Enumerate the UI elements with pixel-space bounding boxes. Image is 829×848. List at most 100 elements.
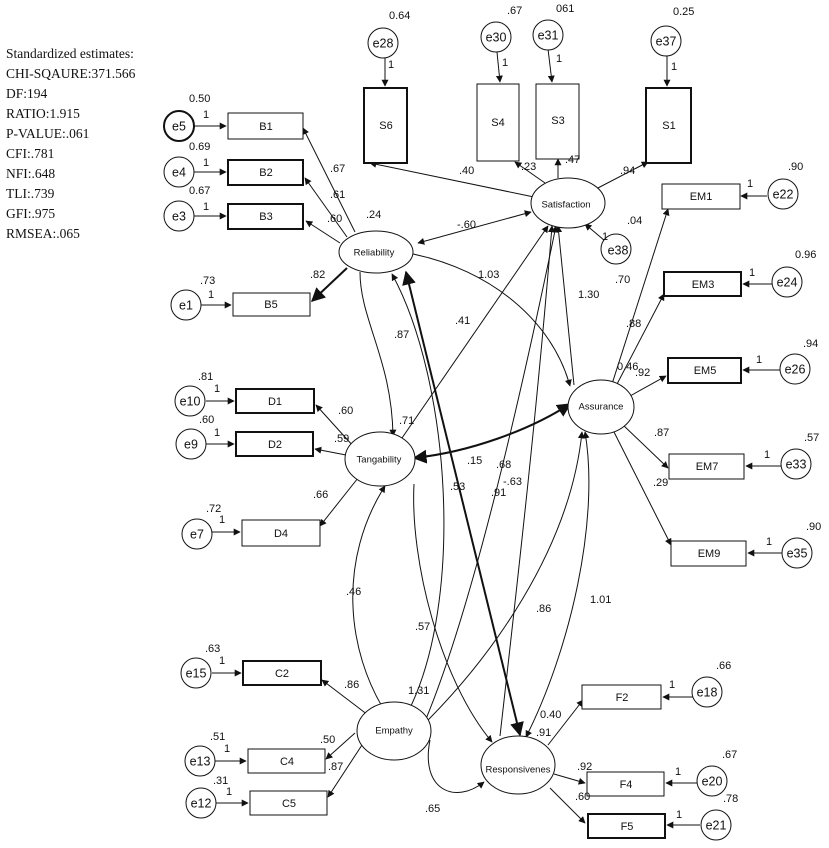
est-res-r2: .91 xyxy=(536,727,551,739)
est-res-f5: .60 xyxy=(575,791,590,803)
est-emp-ass: .86 xyxy=(536,603,551,615)
est-tan-emp: .46 xyxy=(346,586,361,598)
label-em5: EM5 xyxy=(694,365,717,377)
label-tangability: Tangability xyxy=(357,455,402,466)
path-satisfaction-s4 xyxy=(514,161,546,184)
ellipse-responsiveness xyxy=(480,735,556,795)
est-rel-b5: .82 xyxy=(310,269,325,281)
circle-e15 xyxy=(180,657,212,689)
stat-ratio: RATIO:1.915 xyxy=(6,106,80,121)
path-e31-s3 xyxy=(547,48,555,83)
box-f4 xyxy=(586,771,665,797)
circle-e21 xyxy=(700,809,732,841)
circle-e33 xyxy=(780,448,812,480)
est-res-f2: 0.40 xyxy=(540,709,561,721)
est-rel-b1: .67 xyxy=(330,163,345,175)
path-empathy-c2 xyxy=(321,679,369,716)
est-e18-var: .66 xyxy=(716,660,731,672)
error-terms xyxy=(163,19,813,841)
label-reliability: Reliability xyxy=(354,248,395,259)
est-res-ass: 1.01 xyxy=(590,594,611,606)
est-one-e5: 1 xyxy=(203,109,209,121)
label-e15: e15 xyxy=(186,666,207,680)
stat-rmsea: RMSEA:.065 xyxy=(6,226,80,241)
label-e20: e20 xyxy=(702,774,723,788)
label-f2: F2 xyxy=(616,692,629,704)
est-rel-sat: -.60 xyxy=(457,219,476,231)
box-b3 xyxy=(227,203,304,230)
path-tangability-empathy xyxy=(352,485,387,714)
est-one-e33: 1 xyxy=(764,449,770,461)
label-d1: D1 xyxy=(268,396,282,408)
label-e24: e24 xyxy=(777,275,798,289)
est-emp-rel: 1.31 xyxy=(408,685,429,697)
est-one-e4: 1 xyxy=(203,157,209,169)
label-s6: S6 xyxy=(379,120,392,132)
label-b3: B3 xyxy=(259,211,272,223)
est-one-e18: 1 xyxy=(669,679,675,691)
label-d4: D4 xyxy=(274,528,288,540)
est-ass-em5b: 0.46 xyxy=(617,361,638,373)
label-e26: e26 xyxy=(785,362,806,376)
est-sat-s1: .94 xyxy=(620,165,635,177)
label-f5: F5 xyxy=(621,821,634,833)
est-e3-var: 0.67 xyxy=(189,185,210,197)
box-d2 xyxy=(235,431,314,457)
path-reliability-tangability xyxy=(359,271,397,437)
est-one-e31: 1 xyxy=(556,53,562,65)
label-e9: e9 xyxy=(184,437,198,451)
est-one-e30: 1 xyxy=(502,57,508,69)
path-reliability-responsiveness xyxy=(402,270,524,737)
est-e9-var: .60 xyxy=(199,414,214,426)
path-tangability-d2 xyxy=(314,446,347,456)
path-reliability-satisfaction xyxy=(417,210,532,245)
est-one-e24: 1 xyxy=(749,267,755,279)
est-one-e3: 1 xyxy=(203,201,209,213)
path-assurance-em5 xyxy=(629,375,667,397)
path-responsiveness-f4 xyxy=(553,773,586,785)
path-reliability-b3 xyxy=(305,220,341,244)
est-one-e13: 1 xyxy=(224,743,230,755)
est-one-e10: 1 xyxy=(214,383,220,395)
path-e30-s4 xyxy=(495,51,503,83)
path-assurance-satisfaction xyxy=(555,225,575,386)
est-one-e7: 1 xyxy=(219,514,225,526)
indicator-boxes xyxy=(227,83,747,839)
path-responsiveness-f5 xyxy=(549,787,586,824)
label-c4: C4 xyxy=(280,756,294,768)
est-sat-s3: .47 xyxy=(565,154,580,166)
label-b2: B2 xyxy=(259,167,272,179)
box-s4 xyxy=(476,83,520,162)
circle-e24 xyxy=(771,266,803,298)
error-labels: e5 e4 e3 e1 e10 e9 e7 e15 e13 e12 e28 e3… xyxy=(172,28,807,832)
path-assurance-em9 xyxy=(613,431,672,546)
est-emp-res: .65 xyxy=(425,803,440,815)
circle-e10 xyxy=(174,385,206,417)
est-e35-var: .90 xyxy=(806,521,821,533)
path-assurance-em7 xyxy=(621,423,669,469)
box-em3 xyxy=(663,271,742,297)
label-e18: e18 xyxy=(697,685,718,699)
circle-e1 xyxy=(170,289,202,321)
label-e31: e31 xyxy=(538,28,559,42)
circle-e35 xyxy=(781,537,813,569)
box-em9 xyxy=(670,540,747,567)
box-c5 xyxy=(249,790,328,816)
path-responsiveness-f2 xyxy=(547,699,584,746)
box-c2 xyxy=(242,660,322,686)
label-e37: e37 xyxy=(656,34,677,48)
est-e4-var: 0.69 xyxy=(189,141,210,153)
path-reliability-b5 xyxy=(310,267,348,302)
circle-e5 xyxy=(163,110,195,142)
label-em9: EM9 xyxy=(698,548,721,560)
box-d4 xyxy=(241,519,321,547)
est-e22-var: .90 xyxy=(788,161,803,173)
label-em3: EM3 xyxy=(692,279,715,291)
label-responsiveness: Responsivenes xyxy=(486,765,551,776)
circle-e28 xyxy=(367,27,399,59)
est-one-e20: 1 xyxy=(675,766,681,778)
est-emp-c2: .86 xyxy=(344,679,359,691)
est-rel-r2: .24 xyxy=(366,209,381,221)
circle-e26 xyxy=(779,353,811,385)
